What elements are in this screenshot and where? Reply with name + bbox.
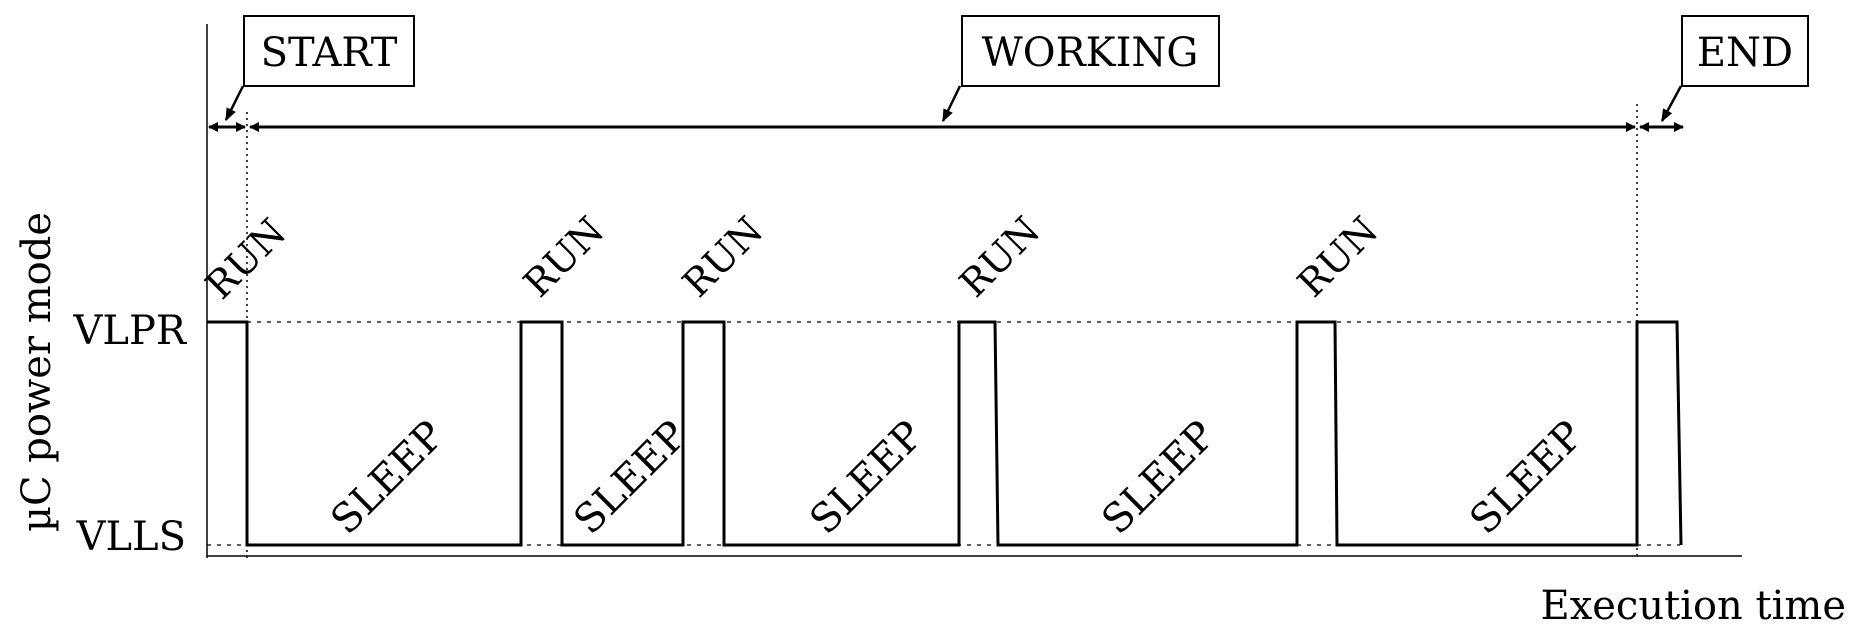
working-label: WORKING bbox=[982, 30, 1199, 76]
sleep-label: SLEEP bbox=[565, 412, 696, 543]
sleep-label: SLEEP bbox=[322, 412, 453, 543]
working-label-box bbox=[961, 15, 1220, 87]
run-label: RUN bbox=[951, 208, 1049, 306]
run-label: RUN bbox=[515, 208, 613, 306]
sleep-label: SLEEP bbox=[1093, 412, 1224, 543]
run-label: RUN bbox=[1289, 208, 1387, 306]
end-pointer-arrow bbox=[1660, 85, 1683, 123]
start-pointer-arrow bbox=[224, 85, 245, 122]
x-axis-title: Execution time bbox=[1541, 583, 1847, 629]
start-label: START bbox=[261, 30, 398, 76]
run-label: RUN bbox=[197, 210, 295, 308]
y-axis-title: µC power mode bbox=[14, 212, 60, 532]
power-mode-waveform bbox=[207, 320, 1683, 547]
sleep-label: SLEEP bbox=[801, 412, 932, 543]
vlls-level-label: VLLS bbox=[76, 514, 186, 560]
end-label: END bbox=[1697, 30, 1793, 76]
sleep-label: SLEEP bbox=[1461, 412, 1592, 543]
working-pointer-arrow bbox=[941, 85, 962, 123]
start-label-box bbox=[243, 15, 415, 87]
end-label-box bbox=[1681, 15, 1809, 87]
run-label: RUN bbox=[674, 208, 772, 306]
vlpr-level-label: VLPR bbox=[73, 308, 188, 354]
